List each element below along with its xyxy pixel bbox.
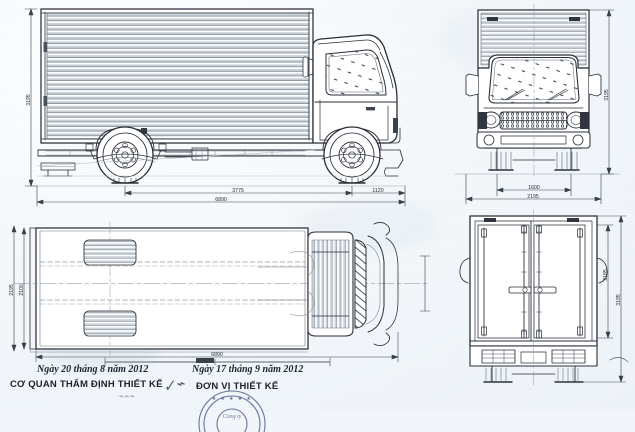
dim-overall-width: 2195 [527, 194, 539, 200]
dim-plan-length: 6890 [211, 352, 223, 358]
dimensions-side [24, 8, 406, 207]
dimensions-front [465, 9, 615, 205]
dimensions-plan [11, 225, 431, 363]
handwritten-note: ⌁⌁⌁ [118, 391, 135, 401]
dim-front-track: 1600 [528, 185, 540, 191]
approval-left-authority-text: CƠ QUAN THẨM ĐỊNH THIẾT KẾ [10, 379, 163, 390]
view-rear-elevation [459, 209, 608, 389]
approval-left-authority: CƠ QUAN THẨM ĐỊNH THIẾT KẾ [10, 379, 163, 390]
dimension-labels: 3775 1120 6890 1600 2195 6890 2185 3195 … [9, 89, 622, 358]
drawing-linework: 3775 1120 6890 1600 2195 6890 2185 3195 … [9, 3, 629, 389]
approval-right-authority: ĐƠN VỊ THIẾT KẾ [196, 381, 278, 392]
approval-right-authority-text: ĐƠN VỊ THIẾT KẾ [196, 381, 279, 392]
approval-right-date-text: Ngày 17 tháng 9 năm 2012 [192, 364, 304, 375]
approval-left-date: Ngày 20 tháng 8 năm 2012 [37, 364, 148, 375]
dim-side-height: 3195 [26, 94, 32, 106]
dim-plan-width: 2100 [19, 284, 25, 296]
approval-left-date-text: Ngày 20 tháng 8 năm 2012 [37, 364, 149, 375]
dim-rear-overhang: 1120 [372, 188, 383, 194]
dim-rear-door-height: 2185 [603, 269, 609, 281]
dim-overall-length: 6890 [215, 197, 227, 203]
official-seal-stamp: ★ ★ ★ ★ ★ Công ty [198, 390, 266, 432]
dim-front-height: 3195 [604, 89, 610, 101]
approval-right-date: Ngày 17 tháng 9 năm 2012 [192, 364, 303, 375]
dim-rear-overall-height: 3195 [616, 294, 622, 306]
svg-text:★ ★ ★ ★ ★: ★ ★ ★ ★ ★ [212, 396, 253, 402]
view-plan [13, 221, 431, 357]
dim-plan-outer-width: 2195 [9, 284, 15, 296]
dim-wheelbase: 3775 [232, 188, 244, 194]
dimensions-rear [582, 215, 627, 383]
svg-text:Công ty: Công ty [223, 414, 242, 420]
view-front-elevation [454, 3, 621, 177]
view-side-elevation [29, 8, 406, 187]
